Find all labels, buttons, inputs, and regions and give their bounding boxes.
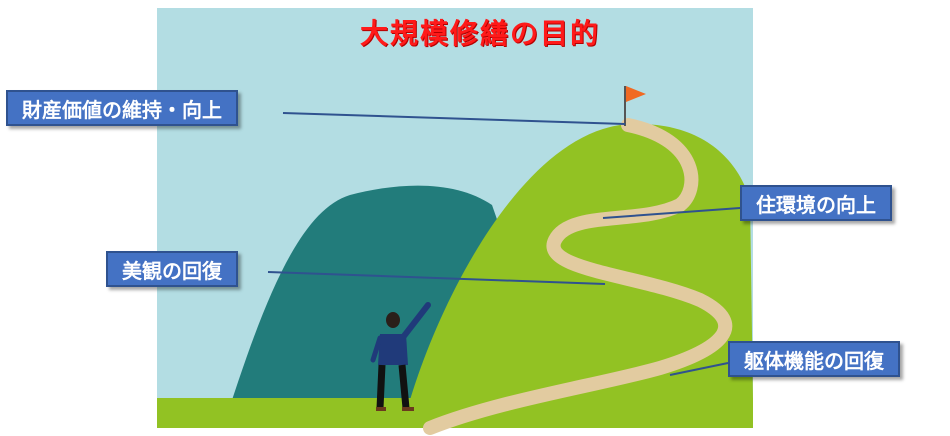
label-appearance: 美観の回復: [106, 251, 238, 287]
leader-line-asset-value: [282, 112, 626, 125]
flag-icon: [624, 86, 646, 126]
label-asset-value: 財産価値の維持・向上: [6, 90, 238, 126]
label-structure: 躯体機能の回復: [728, 341, 900, 377]
label-living-env: 住環境の向上: [740, 185, 892, 221]
person-pointing-icon: [370, 302, 431, 411]
winding-path: [423, 118, 733, 435]
diagram-title: 大規模修繕の目的: [359, 17, 600, 50]
leader-line-living-env: [602, 207, 741, 219]
leader-line-structure: [669, 362, 729, 376]
leader-line-appearance: [267, 271, 606, 285]
